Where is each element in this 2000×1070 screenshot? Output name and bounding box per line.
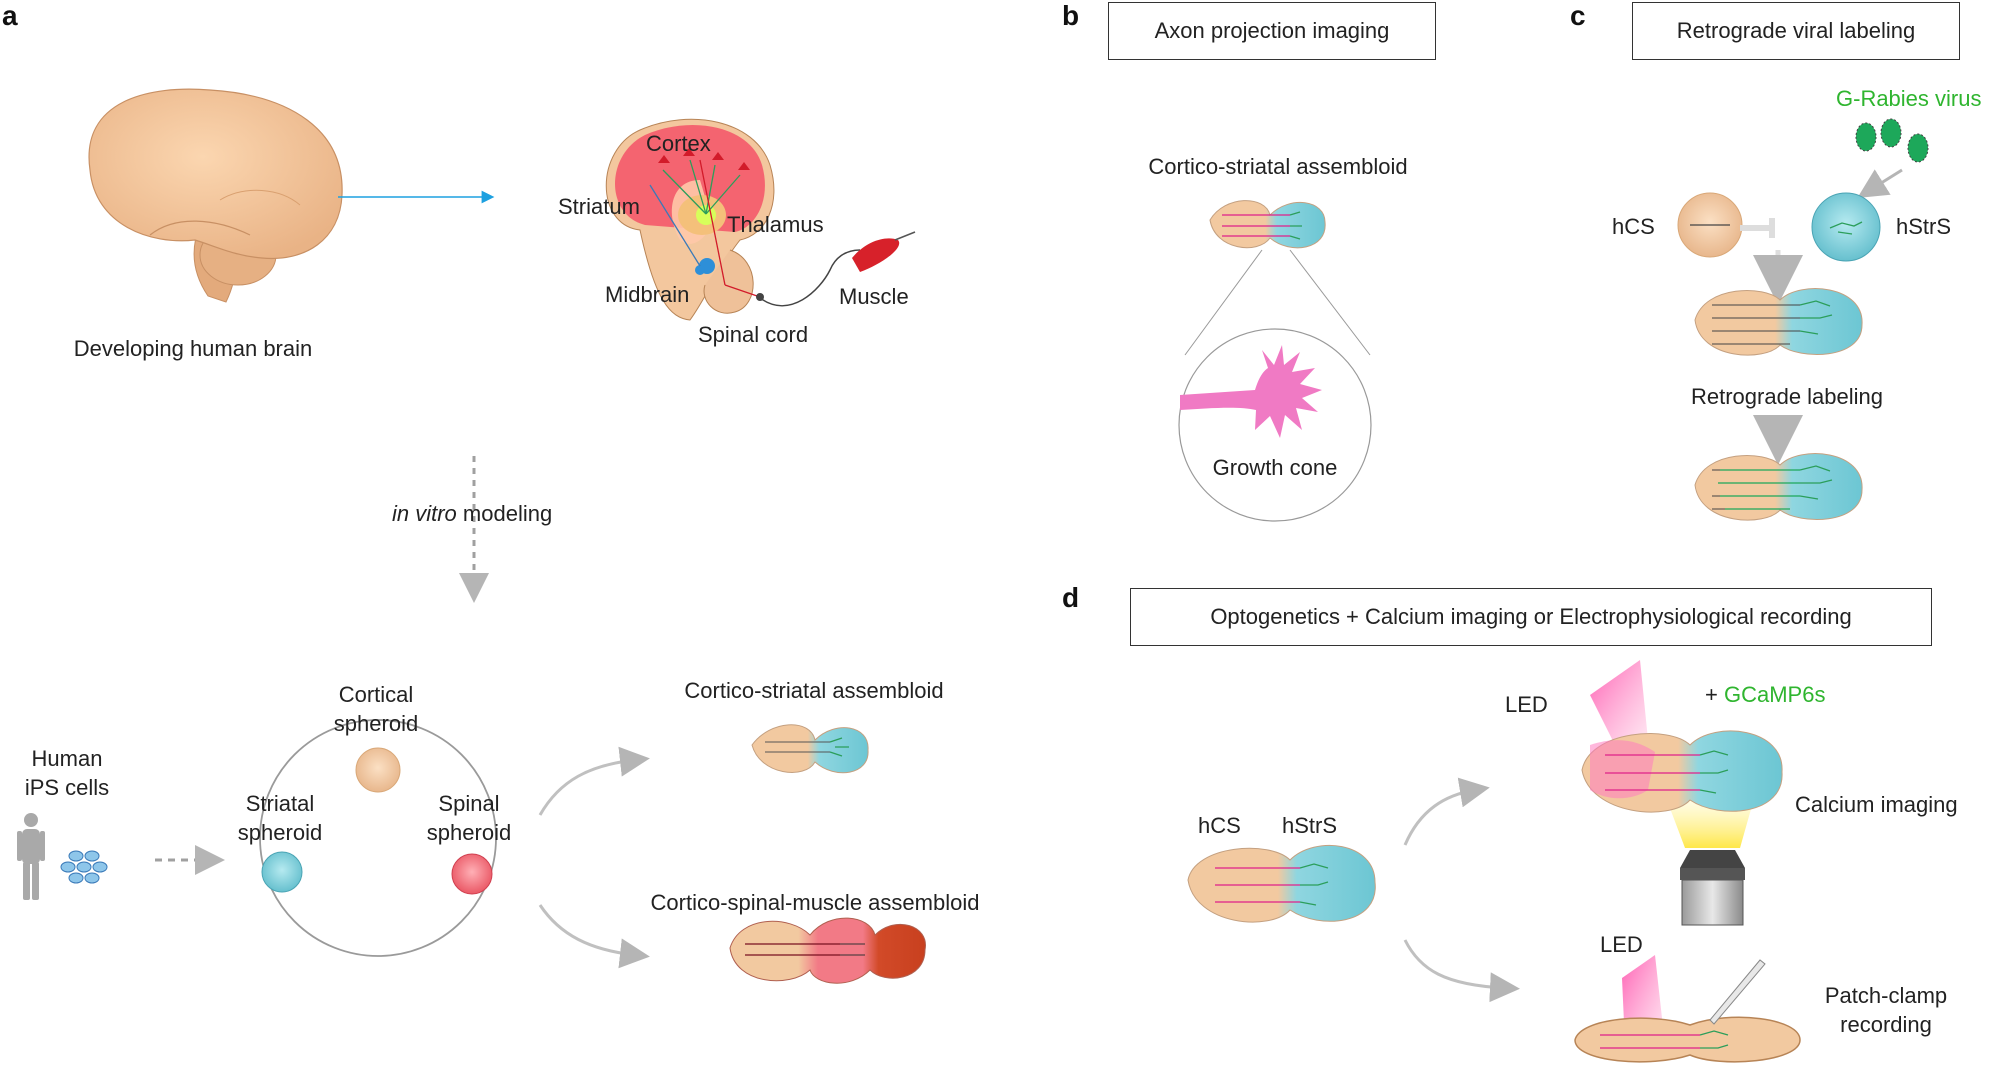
zoom-line-right xyxy=(1289,249,1371,356)
assembloid-d-left xyxy=(1187,844,1376,923)
label-led-top: LED xyxy=(1505,692,1548,717)
label-midbrain: Midbrain xyxy=(605,282,690,307)
virus-arrow xyxy=(1857,168,1903,198)
striatal-spheroid xyxy=(261,851,303,893)
developing-brain-illustration xyxy=(88,88,343,303)
spheroid-cycle-circle xyxy=(259,719,497,957)
label-calcium-imaging: Calcium imaging xyxy=(1795,792,1958,817)
sagittal-brain-circuit xyxy=(605,118,916,321)
assembloid-d-calcium xyxy=(1581,730,1783,813)
panel-letter-a: a xyxy=(2,0,18,31)
label-striatum: Striatum xyxy=(558,194,640,219)
box-optogenetics: Optogenetics + Calcium imaging or Electr… xyxy=(1130,588,1932,646)
label-led-bottom: LED xyxy=(1600,932,1643,957)
arrow-to-csm-assembloid xyxy=(538,904,650,969)
ips-cells-icon xyxy=(60,850,108,884)
label-thalamus: Thalamus xyxy=(727,212,824,237)
spinal-spheroid xyxy=(451,853,493,895)
arrow-to-calcium xyxy=(1403,777,1490,846)
panel-letter-d: d xyxy=(1062,582,1080,613)
label-growth-cone: Growth cone xyxy=(1212,455,1338,480)
label-spinal-cord: Spinal cord xyxy=(698,322,809,347)
growth-cone-shape xyxy=(1180,345,1322,438)
label-gcamp: + GCaMP6s xyxy=(1705,682,1826,707)
label-hstrs-d: hStrS xyxy=(1282,813,1338,838)
rabies-virus-particles xyxy=(1855,118,1929,163)
label-hstrs-c: hStrS xyxy=(1896,214,1952,239)
box-axon-projection: Axon projection imaging xyxy=(1108,2,1436,60)
microscope-objective-icon xyxy=(1680,850,1745,926)
panel-letter-b: b xyxy=(1062,0,1080,31)
csm-assembloid xyxy=(729,917,926,984)
arrow-to-cs-assembloid xyxy=(538,746,650,816)
panel-letter-c: c xyxy=(1570,0,1586,31)
assembloid-d-patch xyxy=(1574,1016,1801,1063)
led-beam-top xyxy=(1590,660,1648,745)
cs-assembloid-a xyxy=(751,724,869,774)
label-in-vitro-modeling: in vitro modeling xyxy=(392,501,553,526)
brain-caption: Developing human brain xyxy=(73,336,313,361)
hstrs-spheroid-c xyxy=(1811,192,1881,262)
label-hcs-d: hCS xyxy=(1198,813,1241,838)
assembloid-c-top xyxy=(1694,288,1863,356)
zoom-line-left xyxy=(1184,249,1263,356)
label-cortex: Cortex xyxy=(646,131,711,156)
cs-assembloid-b xyxy=(1209,200,1326,249)
label-rabies-virus: G-Rabies virus xyxy=(1836,86,1982,111)
arrow-to-patch xyxy=(1403,939,1520,1003)
cortical-spheroid xyxy=(355,747,401,793)
assembloid-c-bottom xyxy=(1694,453,1863,521)
box-retrograde: Retrograde viral labeling xyxy=(1632,2,1960,60)
label-muscle: Muscle xyxy=(839,284,909,309)
label-hcs-c: hCS xyxy=(1612,214,1655,239)
label-csm-assembloid: Cortico-spinal-muscle assembloid xyxy=(650,890,980,915)
label-cs-assembloid-a: Cortico-striatal assembloid xyxy=(684,678,944,703)
label-retrograde-labeling: Retrograde labeling xyxy=(1690,384,1884,409)
patch-pipette xyxy=(1709,959,1766,1025)
human-figure-icon xyxy=(17,813,45,900)
label-cs-assembloid-b: Cortico-striatal assembloid xyxy=(1148,154,1408,179)
